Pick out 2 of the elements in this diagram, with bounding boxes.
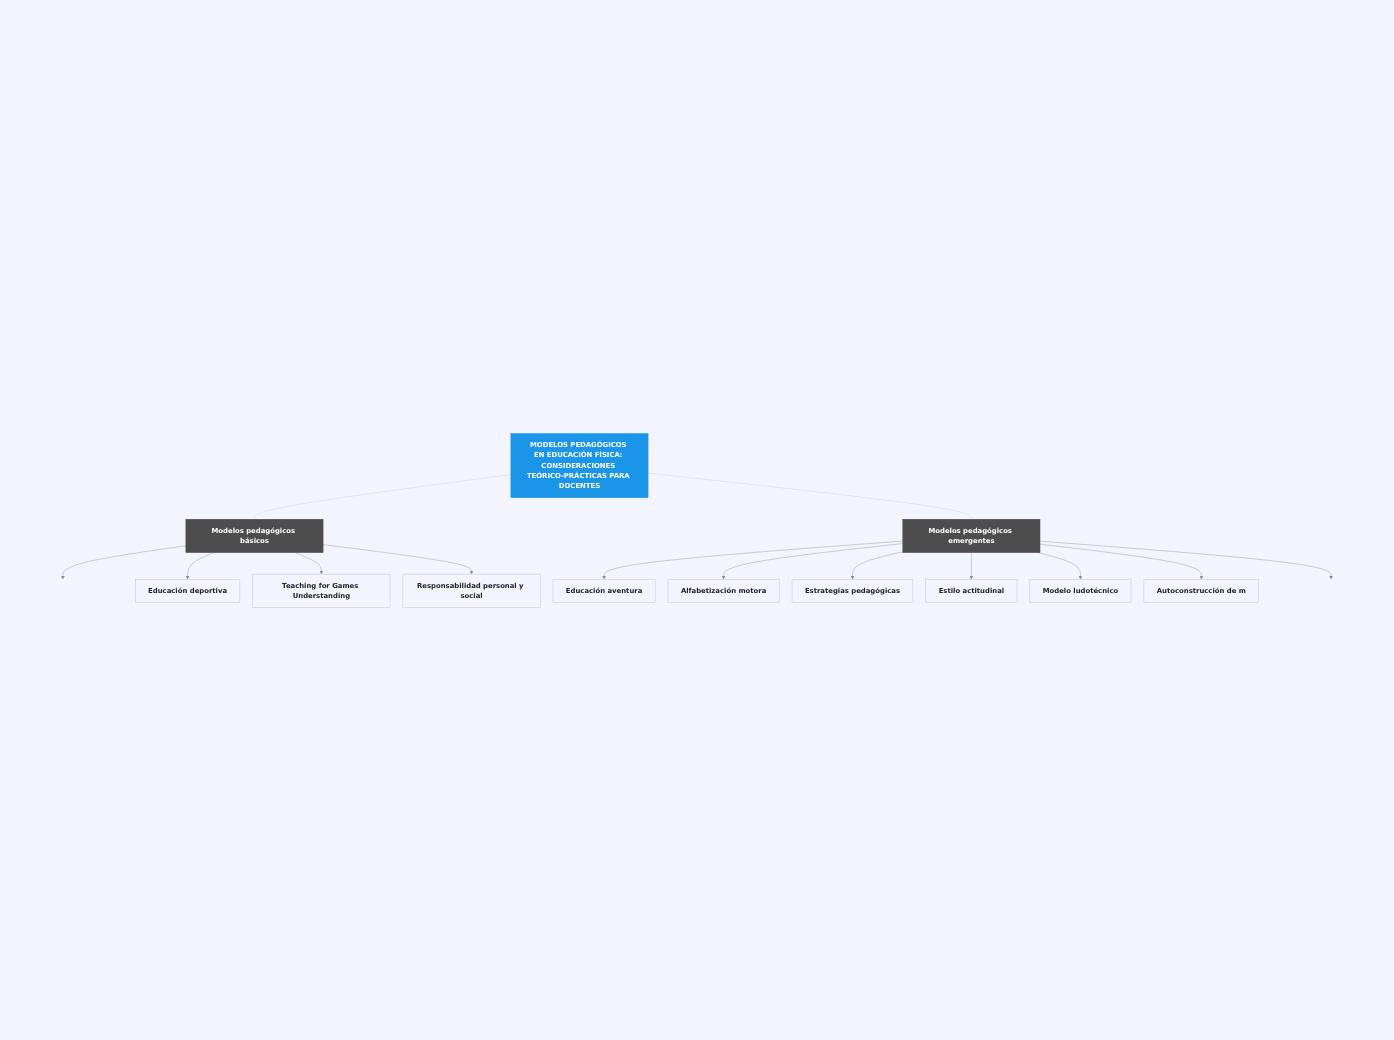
- connector-line: [647, 472, 972, 519]
- connector-line: [254, 473, 512, 519]
